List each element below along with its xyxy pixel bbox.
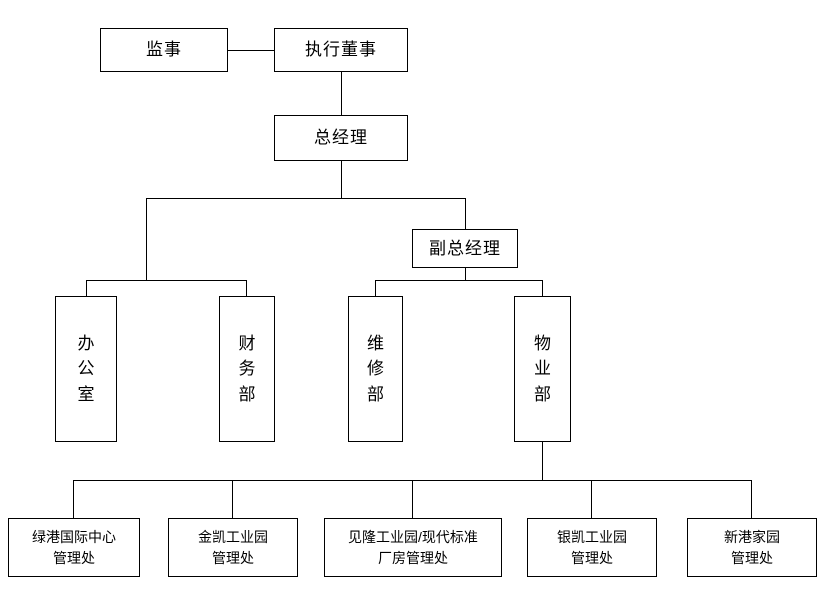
edge-supervisor-executive <box>228 50 274 51</box>
node-executive-director[interactable]: 执行董事 <box>274 28 408 72</box>
node-xingang-home[interactable]: 新港家园 管理处 <box>687 518 817 577</box>
node-maintenance-dept[interactable]: 维 修 部 <box>348 296 403 442</box>
node-jianlong-park[interactable]: 见隆工业园/现代标准 厂房管理处 <box>324 518 502 577</box>
node-yinkai-park-label: 银凯工业园 管理处 <box>557 529 627 566</box>
node-deputy-general-manager[interactable]: 副总经理 <box>412 229 518 268</box>
edge-property-drop <box>542 280 543 296</box>
node-general-manager[interactable]: 总经理 <box>274 115 408 161</box>
edge-executive-general <box>341 72 342 115</box>
node-executive-director-label: 执行董事 <box>305 40 377 60</box>
edge-deputy-down <box>465 268 466 280</box>
edge-office-drop <box>86 280 87 296</box>
node-general-manager-label: 总经理 <box>314 128 368 148</box>
node-finance-dept-label: 财 务 部 <box>238 333 256 404</box>
edge-leaf-drop-2 <box>232 480 233 518</box>
edge-maintenance-property-bus <box>375 280 542 281</box>
node-property-dept-label: 物 业 部 <box>534 333 551 404</box>
node-jianlong-park-label: 见隆工业园/现代标准 厂房管理处 <box>348 529 478 566</box>
edge-office-finance-bus <box>86 280 246 281</box>
node-jinkai-park-label: 金凯工业园 管理处 <box>198 529 268 566</box>
edge-leaf-drop-5 <box>751 480 752 518</box>
node-yinkai-park[interactable]: 银凯工业园 管理处 <box>527 518 657 577</box>
node-finance-dept[interactable]: 财 务 部 <box>219 296 275 442</box>
edge-general-down <box>341 161 342 198</box>
edge-property-down <box>542 442 543 480</box>
edge-leaf-drop-3 <box>412 480 413 518</box>
node-supervisor[interactable]: 监事 <box>100 28 228 72</box>
edge-leaf-drop-4 <box>591 480 592 518</box>
node-deputy-general-manager-label: 副总经理 <box>429 238 501 258</box>
edge-maintenance-drop <box>375 280 376 296</box>
node-jinkai-park[interactable]: 金凯工业园 管理处 <box>168 518 298 577</box>
node-maintenance-dept-label: 维 修 部 <box>367 333 384 404</box>
node-office[interactable]: 办 公 室 <box>55 296 117 442</box>
edge-bus-right-drop <box>465 198 466 229</box>
edge-main-bus <box>146 198 466 199</box>
node-office-label: 办 公 室 <box>77 333 95 404</box>
node-property-dept[interactable]: 物 业 部 <box>514 296 571 442</box>
edge-bus-left-drop <box>146 198 147 280</box>
edge-finance-drop <box>246 280 247 296</box>
edge-leaf-drop-1 <box>73 480 74 518</box>
node-supervisor-label: 监事 <box>146 40 182 60</box>
node-lvgang-center-label: 绿港国际中心 管理处 <box>32 529 116 566</box>
node-xingang-home-label: 新港家园 管理处 <box>724 529 780 566</box>
node-lvgang-center[interactable]: 绿港国际中心 管理处 <box>8 518 140 577</box>
